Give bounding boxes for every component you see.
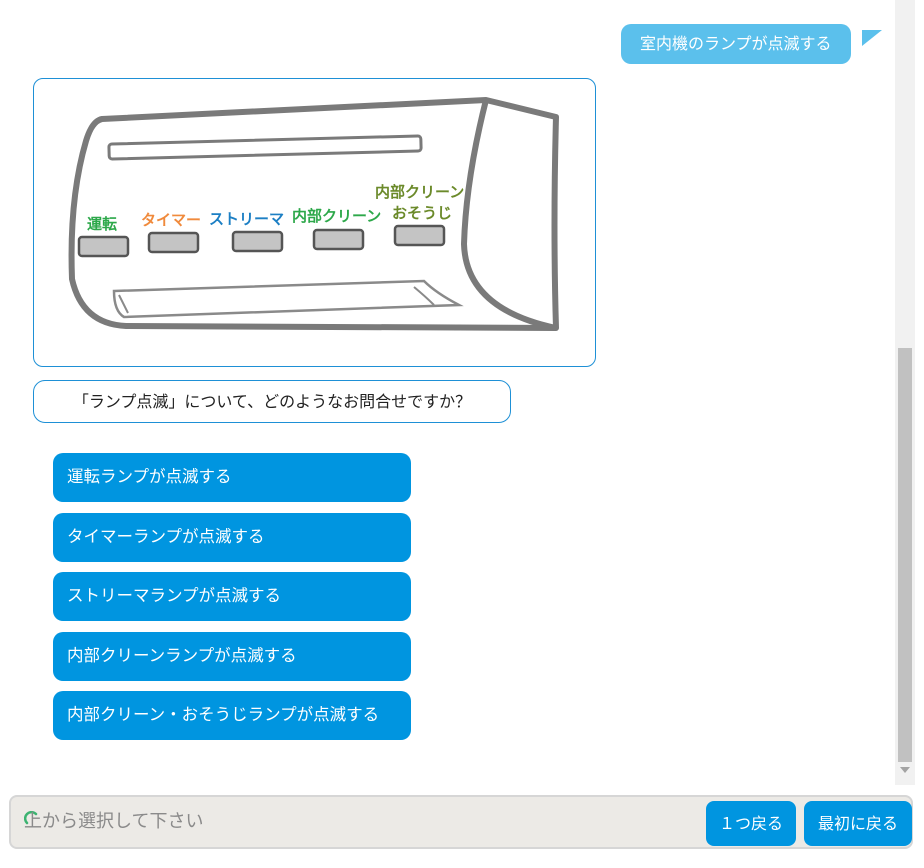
aircon-body-outline — [68, 97, 559, 331]
user-message-tail — [862, 30, 882, 46]
user-message-bubble: 室内機のランプが点滅する — [621, 24, 851, 64]
chat-scrollbar[interactable] — [895, 0, 915, 785]
aircon-side-panel — [460, 99, 557, 331]
naibu-clean-osouji-label-line1: 内部クリーン — [375, 183, 464, 201]
chat-log: 室内機のランプが点滅する 運転 タイマー ストリーマ 内部クリーン 内部クリーン — [33, 24, 882, 751]
bot-question-bubble: 「ランプ点滅」について、どのようなお問合せですか？ — [33, 380, 511, 423]
scrollbar-thumb[interactable] — [898, 348, 912, 762]
input-bar: 上から選択して下さい １つ戻る 最初に戻る — [9, 795, 913, 849]
loading-spinner-icon — [24, 811, 38, 825]
option-list: 運転ランプが点滅する タイマーランプが点滅する ストリーマランプが点滅する 内部… — [53, 453, 411, 751]
timer-label: タイマー — [141, 211, 201, 229]
option-unten-lamp-button[interactable]: 運転ランプが点滅する — [53, 453, 411, 502]
input-placeholder[interactable]: 上から選択して下さい — [24, 811, 204, 832]
osouji-label: おそうじ — [392, 204, 452, 222]
aircon-illustration: 運転 タイマー ストリーマ 内部クリーン 内部クリーン おそうじ — [68, 97, 559, 331]
aircon-illustration-card: 運転 タイマー ストリーマ 内部クリーン 内部クリーン おそうじ — [33, 78, 596, 367]
naibu-clean-label: 内部クリーン — [292, 207, 381, 225]
osouji-button-icon — [393, 224, 446, 247]
return-to-start-button[interactable]: 最初に戻る — [804, 801, 912, 846]
vent-flap-lines — [118, 286, 435, 314]
back-one-step-button[interactable]: １つ戻る — [706, 801, 796, 846]
option-naibu-clean-lamp-button[interactable]: 内部クリーンランプが点滅する — [53, 631, 411, 681]
scroll-down-arrow-icon[interactable] — [900, 767, 910, 773]
aircon-top-slot — [107, 134, 423, 161]
aircon-vent-flap — [112, 279, 464, 319]
option-timer-lamp-button[interactable]: タイマーランプが点滅する — [53, 512, 411, 562]
unten-label: 運転 — [87, 215, 117, 233]
naibu-clean-button-icon — [312, 228, 365, 251]
option-streamer-lamp-button[interactable]: ストリーマランプが点滅する — [53, 572, 411, 621]
unten-button-icon — [77, 235, 130, 258]
streamer-label: ストリーマ — [209, 210, 284, 228]
timer-button-icon — [147, 231, 200, 254]
option-naibu-clean-osouji-lamp-button[interactable]: 内部クリーン・おそうじランプが点滅する — [53, 691, 411, 740]
streamer-button-icon — [231, 230, 284, 253]
